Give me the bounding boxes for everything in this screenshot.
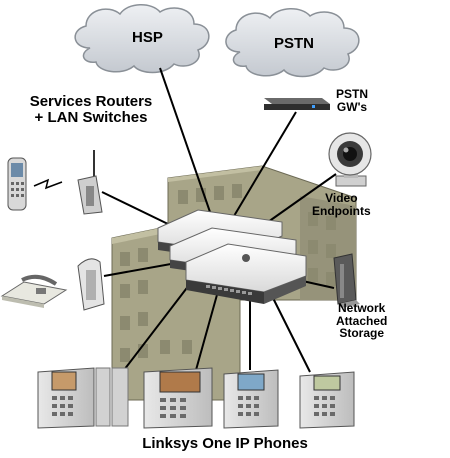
wireless-signal-icon (33, 178, 63, 190)
cisco-logo-icon (242, 254, 250, 262)
phone-adapter-link (103, 261, 183, 277)
video-endpoint-camera (328, 132, 372, 187)
wifi-ap-link (101, 191, 169, 225)
services-routers-stack (157, 209, 307, 304)
pstn-gw-link (233, 111, 297, 217)
pstn-label: PSTN (274, 35, 315, 52)
hsp-label: HSP (132, 29, 163, 46)
nas-label-line3: Storage (339, 326, 385, 341)
services-routers-label-line2: + LAN Switches (34, 108, 148, 126)
ip-phone-3 (223, 369, 279, 429)
services-routers-label-line1: Services Routers (29, 93, 153, 110)
phone2-link (195, 283, 221, 371)
ip-phones-label: Linksys One IP Phones (142, 435, 308, 452)
mobile-phone (7, 157, 27, 211)
ip-phone-2 (143, 367, 213, 429)
pstn-gateways-label: PSTN GW's (336, 88, 368, 113)
ip-phone-1 (37, 367, 129, 429)
nas-label: Network Attached Storage (336, 302, 387, 340)
phone4-link (269, 291, 311, 373)
pstn-cloud (225, 8, 360, 78)
pstn-gateway-device (264, 98, 330, 110)
video-endpoints-label-line2: Endpoints (312, 203, 371, 218)
connection-lines (101, 67, 337, 373)
pstn-gateways-label-line1: PSTN (336, 87, 369, 101)
video-link (267, 173, 337, 223)
ip-phone-4 (299, 371, 355, 429)
video-endpoints-label: Video Endpoints (312, 192, 371, 217)
phone-adapter (77, 258, 105, 311)
wireless-access-point (77, 150, 103, 215)
nas-label-line1: Network (338, 301, 386, 315)
hsp-cloud (74, 4, 210, 74)
hsp-link (159, 67, 211, 213)
video-endpoints-label-line1: Video (325, 191, 358, 205)
analog-phone (0, 274, 68, 308)
phone1-link (123, 275, 197, 371)
nas-storage-device (333, 253, 360, 308)
services-routers-label: Services Routers + LAN Switches (10, 94, 172, 126)
pstn-gateways-label-line2: GW's (336, 99, 368, 114)
nas-label-line2: Attached (336, 313, 388, 328)
